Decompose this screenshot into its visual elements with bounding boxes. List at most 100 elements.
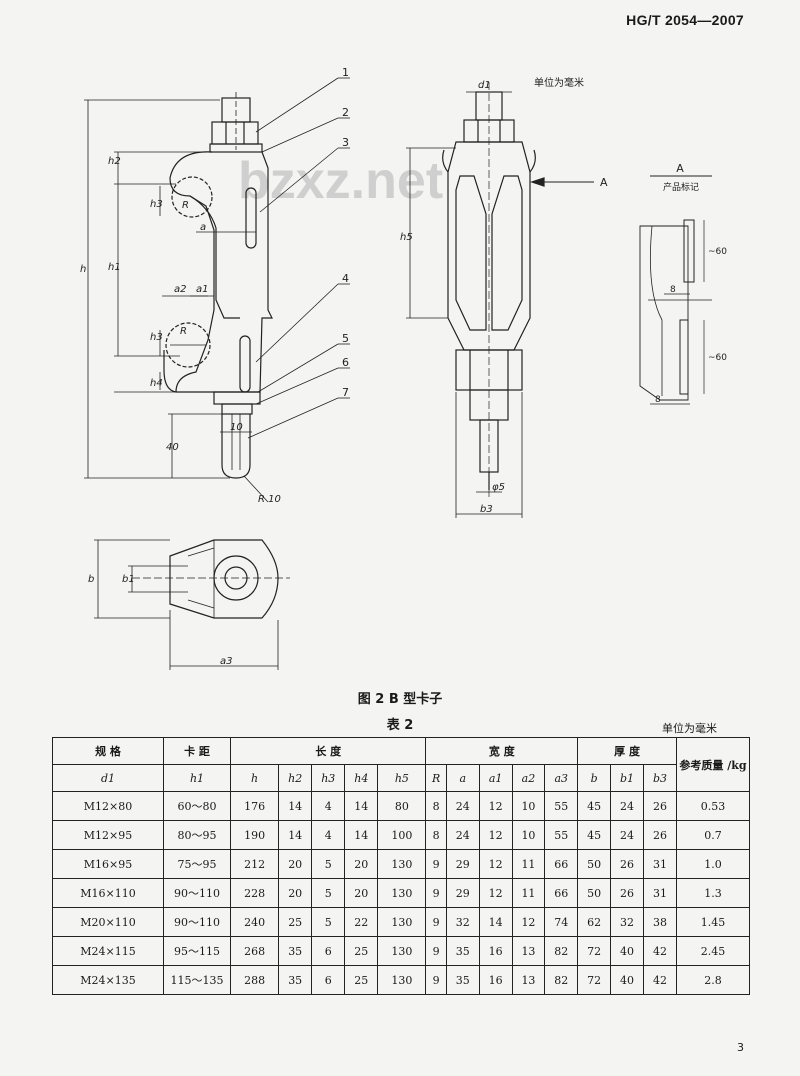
table-cell: 14 (278, 791, 313, 821)
table-cell: 20 (344, 849, 379, 879)
table-cell: 130 (377, 965, 427, 995)
table-cell: 5 (311, 878, 346, 908)
subheader-h5: h5 (377, 764, 427, 792)
table-cell: 31 (642, 849, 678, 879)
subheader-b3: b3 (642, 764, 678, 792)
callout-3: 3 (342, 136, 349, 149)
svg-text:R 10: R 10 (258, 494, 281, 505)
table-unit-note: 单位为毫米 (662, 722, 717, 735)
table-cell: 12 (478, 820, 513, 850)
right-view-A: A 产品标记 ~60 8 ~60 8 (639, 162, 727, 405)
svg-text:h: h (80, 264, 86, 275)
table-cell: 212 (229, 849, 280, 879)
table-cell: 90～110 (163, 907, 231, 937)
table-cell: 12 (478, 791, 513, 821)
svg-text:h1: h1 (108, 262, 121, 273)
table-cell: 40 (610, 936, 644, 966)
table-cell: 9 (425, 878, 447, 908)
table-cell: 2.45 (676, 936, 750, 966)
svg-text:~60: ~60 (708, 247, 727, 257)
table-cell: 268 (229, 936, 280, 966)
table-cell: 9 (425, 965, 447, 995)
table-cell: 60～80 (163, 791, 231, 821)
table-cell: 32 (610, 907, 644, 937)
table-cell: 16 (478, 936, 513, 966)
table-cell: 24 (610, 820, 644, 850)
svg-text:40: 40 (166, 442, 179, 453)
table-cell: 80 (377, 791, 427, 821)
svg-text:a2: a2 (174, 284, 187, 295)
table-cell: 25 (278, 907, 313, 937)
table-cell: 45 (577, 820, 612, 850)
table-cell: 14 (278, 820, 313, 850)
table-cell: 26 (610, 878, 644, 908)
table-cell: 12 (478, 878, 513, 908)
table-cell: M20×110 (52, 907, 164, 937)
table-cell: 55 (544, 791, 579, 821)
table-cell: 42 (642, 936, 678, 966)
middle-view: d1 h5 b3 φ5 A 单位为毫米 (400, 76, 608, 518)
svg-text:R: R (180, 326, 187, 337)
header-mass: 参考质量 /kg (676, 737, 750, 792)
callout-2: 2 (342, 106, 349, 119)
table-cell: 0.7 (676, 820, 750, 850)
table-cell: 13 (511, 965, 546, 995)
technical-drawing: bzxz.net (80, 66, 727, 670)
callout-1: 1 (342, 66, 349, 79)
table-cell: 12 (511, 907, 546, 937)
table-cell: 62 (577, 907, 612, 937)
table-cell: 190 (229, 820, 280, 850)
table-cell: 240 (229, 907, 280, 937)
svg-text:a1: a1 (196, 284, 209, 295)
callout-6: 6 (342, 356, 349, 369)
table-cell: 24 (445, 820, 480, 850)
svg-text:h3: h3 (150, 199, 163, 210)
table-cell: 14 (478, 907, 513, 937)
table-cell: 25 (344, 965, 379, 995)
table-cell: 5 (311, 907, 346, 937)
svg-text:b3: b3 (480, 504, 493, 515)
subheader-h3: h3 (311, 764, 346, 792)
table-cell: 115～135 (163, 965, 231, 995)
svg-text:b: b (88, 574, 94, 585)
table-cell: 72 (577, 936, 612, 966)
table-cell: 26 (642, 791, 678, 821)
bottom-view: b b1 a3 (88, 539, 290, 670)
subheader-a2: a2 (511, 764, 546, 792)
table-cell: 35 (445, 936, 480, 966)
subheader-b: b (577, 764, 612, 792)
subheader-R: R (425, 764, 447, 792)
table-cell: 130 (377, 849, 427, 879)
subheader-a3: a3 (544, 764, 579, 792)
table-cell: 9 (425, 907, 447, 937)
table-cell: 20 (344, 878, 379, 908)
table-cell: 6 (311, 965, 346, 995)
table-cell: 45 (577, 791, 612, 821)
standard-number: HG/T 2054—2007 (626, 12, 744, 28)
table-cell: 82 (544, 965, 579, 995)
table-cell: 50 (577, 849, 612, 879)
callout-4: 4 (342, 272, 349, 285)
table-cell: 29 (445, 849, 480, 879)
page-number: 3 (737, 1041, 744, 1054)
svg-text:h5: h5 (400, 232, 413, 243)
header-width: 宽 度 (425, 737, 579, 765)
table-cell: 24 (445, 791, 480, 821)
table-cell: 5 (311, 849, 346, 879)
table-cell: M16×95 (52, 849, 164, 879)
table-cell: 35 (278, 965, 313, 995)
table-cell: 12 (478, 849, 513, 879)
table-cell: 80～95 (163, 820, 231, 850)
table-cell: 9 (425, 849, 447, 879)
table-cell: 20 (278, 849, 313, 879)
table-cell: 130 (377, 936, 427, 966)
table-cell: M24×115 (52, 936, 164, 966)
table-cell: 20 (278, 878, 313, 908)
table-cell: M24×135 (52, 965, 164, 995)
table-cell: 13 (511, 936, 546, 966)
